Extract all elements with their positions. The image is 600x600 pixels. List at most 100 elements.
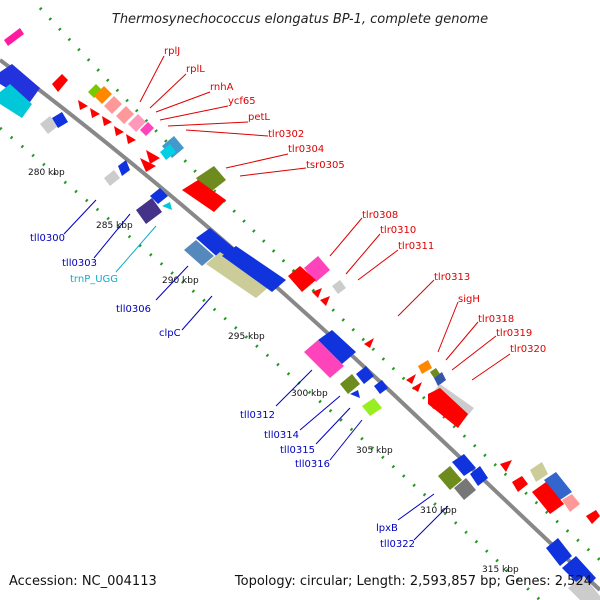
gene-label[interactable]: tsr0305 — [306, 160, 345, 171]
gene-feature[interactable] — [312, 288, 322, 298]
gene-feature[interactable] — [544, 472, 572, 500]
gene-label[interactable]: tll0314 — [264, 430, 299, 441]
forward-gene-labels: rplJ rplL rnhA ycf65 petL tlr0302 tlr030… — [164, 46, 546, 355]
gene-label[interactable]: tlr0304 — [288, 144, 324, 155]
gene-label[interactable]: tll0303 — [62, 258, 97, 269]
reverse-leader-lines — [63, 199, 449, 541]
gene-label[interactable]: tlr0319 — [496, 328, 532, 339]
gene-feature[interactable] — [586, 510, 600, 524]
kbp-tick-label: 285 kbp — [96, 221, 133, 231]
gene-feature[interactable] — [114, 126, 124, 136]
gene-feature[interactable] — [146, 150, 160, 164]
gene-label[interactable]: tlr0318 — [478, 314, 514, 325]
gene-label[interactable]: ycf65 — [228, 96, 256, 107]
gene-feature[interactable] — [454, 478, 476, 500]
gene-feature[interactable] — [470, 466, 488, 486]
gene-label[interactable]: tll0306 — [116, 304, 151, 315]
gene-feature[interactable] — [104, 96, 122, 114]
gene-feature[interactable] — [532, 482, 564, 514]
gene-label[interactable]: tll0315 — [280, 445, 315, 456]
genome-summary-text: Topology: circular; Length: 2,593,857 bp… — [234, 574, 592, 589]
gene-feature[interactable] — [356, 366, 374, 384]
gene-feature[interactable] — [126, 134, 136, 144]
gene-feature[interactable] — [52, 112, 68, 128]
gene-feature[interactable] — [362, 398, 382, 416]
gene-label[interactable]: rplJ — [164, 46, 180, 57]
gene-feature[interactable] — [340, 374, 360, 394]
gene-feature[interactable] — [160, 144, 176, 160]
gene-feature[interactable] — [52, 74, 68, 92]
gene-feature[interactable] — [374, 380, 388, 394]
gene-feature[interactable] — [140, 158, 156, 172]
gene-feature[interactable] — [128, 114, 146, 132]
gene-label[interactable]: tlr0313 — [434, 272, 470, 283]
gene-feature[interactable] — [418, 360, 432, 374]
gene-feature[interactable] — [118, 160, 130, 176]
gene-label[interactable]: sigH — [458, 294, 480, 305]
forward-leader-lines — [139, 55, 511, 381]
gene-feature[interactable] — [428, 388, 468, 428]
gene-feature[interactable] — [4, 28, 24, 46]
gene-label[interactable]: tll0316 — [295, 459, 330, 470]
forward-strand-genes — [4, 28, 600, 524]
gene-feature[interactable] — [206, 252, 270, 298]
gene-feature[interactable] — [162, 202, 172, 210]
gene-feature[interactable] — [78, 100, 88, 110]
gene-label[interactable]: tlr0308 — [362, 210, 398, 221]
gene-label[interactable]: rnhA — [210, 82, 234, 93]
gene-label[interactable]: clpC — [159, 328, 181, 339]
gene-feature[interactable] — [320, 296, 330, 306]
inner-dotted-track — [0, 126, 542, 600]
accession-text: Accession: NC_004113 — [9, 574, 157, 589]
gene-feature[interactable] — [512, 476, 528, 492]
gene-label[interactable]: tll0300 — [30, 233, 65, 244]
gene-label[interactable]: lpxB — [376, 523, 398, 534]
rna-leader-line — [115, 225, 157, 273]
gene-feature[interactable] — [568, 576, 600, 600]
gene-feature[interactable] — [350, 390, 360, 398]
gene-feature[interactable] — [204, 194, 220, 210]
gene-label[interactable]: rplL — [186, 64, 205, 75]
gene-feature[interactable] — [562, 494, 580, 512]
gene-feature[interactable] — [452, 454, 476, 476]
kbp-tick-label: 315 kbp — [482, 565, 519, 575]
rna-gene-label[interactable]: trnP_UGG — [70, 274, 118, 285]
gene-feature[interactable] — [94, 86, 112, 104]
gene-feature[interactable] — [318, 330, 356, 364]
gene-feature[interactable] — [184, 240, 214, 266]
gene-feature[interactable] — [546, 538, 572, 566]
gene-feature[interactable] — [140, 122, 154, 136]
gene-feature[interactable] — [288, 266, 316, 292]
gene-label[interactable]: tll0312 — [240, 410, 275, 421]
gene-label[interactable]: tlr0310 — [380, 225, 416, 236]
gene-feature[interactable] — [304, 340, 344, 378]
kbp-tick-label: 305 kbp — [356, 446, 393, 456]
gene-feature[interactable] — [136, 198, 162, 224]
gene-feature[interactable] — [406, 374, 416, 384]
gene-feature[interactable] — [438, 466, 462, 490]
gene-label[interactable]: tlr0320 — [510, 344, 546, 355]
gene-feature[interactable] — [222, 246, 286, 292]
gene-feature[interactable] — [0, 64, 40, 102]
kbp-tick-labels: 280 kbp 285 kbp 290 kbp 295 kbp 300 kbp … — [28, 168, 519, 575]
gene-feature[interactable] — [332, 280, 346, 294]
gene-feature[interactable] — [90, 108, 100, 118]
gene-feature[interactable] — [88, 84, 102, 98]
gene-feature[interactable] — [434, 372, 446, 386]
gene-label[interactable]: tll0322 — [380, 539, 415, 550]
gene-feature[interactable] — [150, 188, 168, 204]
gene-feature[interactable] — [0, 84, 32, 118]
gene-feature[interactable] — [530, 462, 548, 482]
gene-feature[interactable] — [412, 382, 422, 392]
gene-feature[interactable] — [104, 170, 120, 186]
gene-label[interactable]: tlr0311 — [398, 241, 434, 252]
gene-feature[interactable] — [116, 106, 134, 124]
kbp-tick-label: 300 kbp — [291, 389, 328, 399]
gene-feature[interactable] — [500, 460, 512, 472]
gene-feature[interactable] — [364, 338, 374, 348]
gene-label[interactable]: petL — [248, 112, 270, 123]
gene-label[interactable]: tlr0302 — [268, 129, 304, 140]
gene-feature[interactable] — [102, 116, 112, 126]
kbp-tick-label: 310 kbp — [420, 506, 457, 516]
